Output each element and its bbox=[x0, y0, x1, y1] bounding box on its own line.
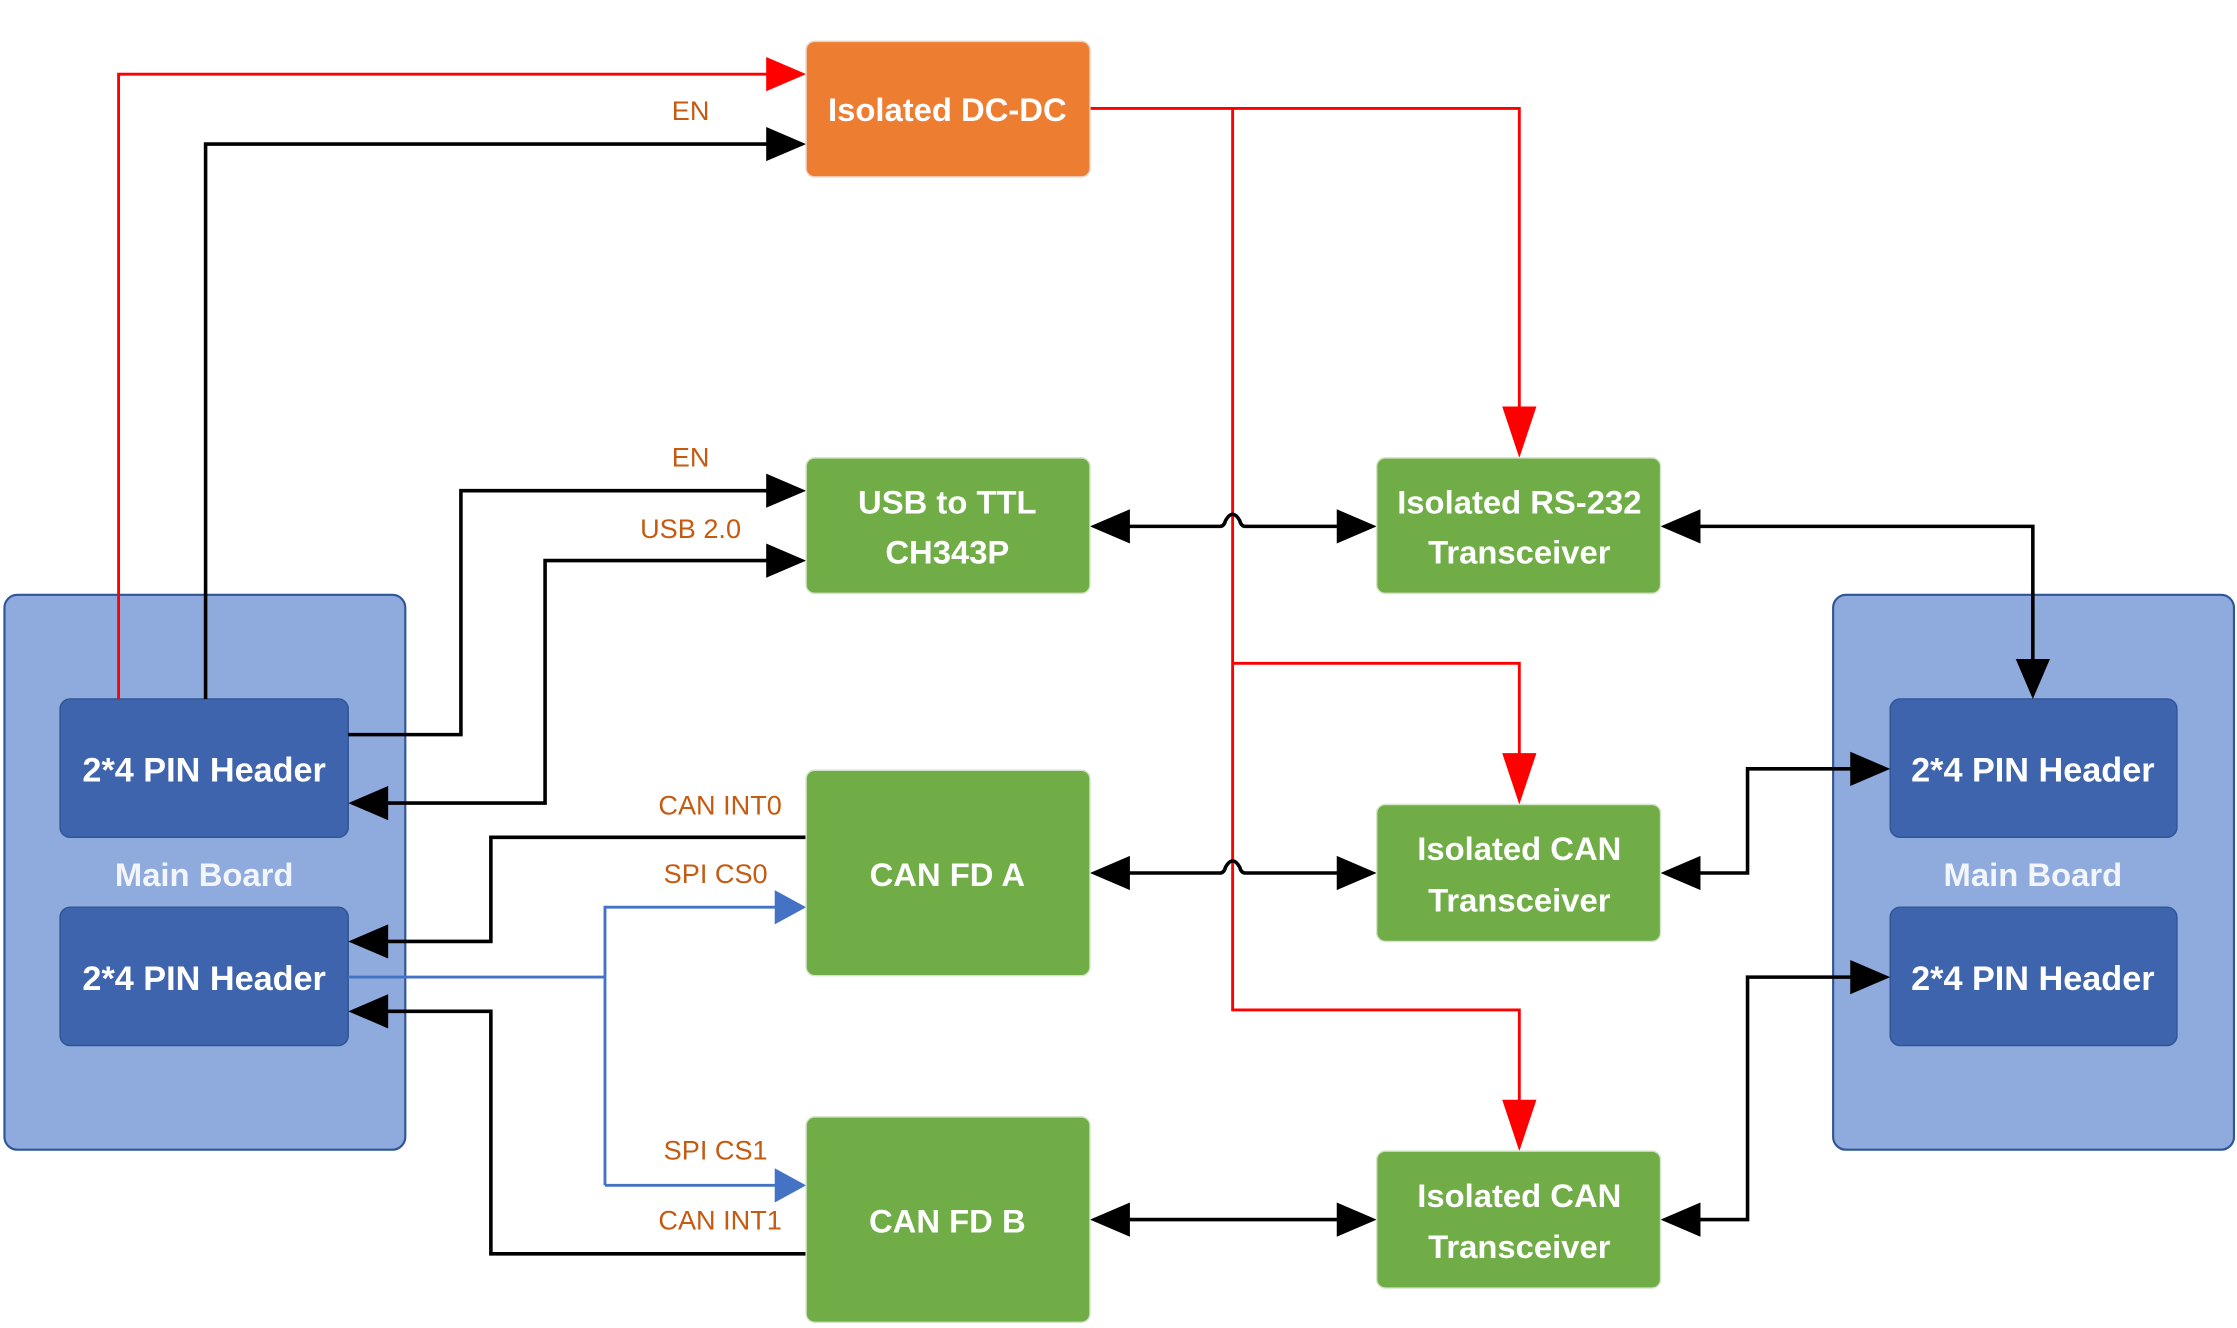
rs232-line1: Isolated RS-232 bbox=[1397, 484, 1641, 521]
spi-cs0-line bbox=[603, 905, 778, 1186]
can-xcvr-1-line1: Isolated CAN bbox=[1417, 830, 1621, 867]
arrow-left-icon bbox=[1089, 1202, 1130, 1237]
can-fd-a-box bbox=[805, 769, 1091, 977]
arrow-left-icon bbox=[1660, 855, 1701, 891]
label-can-int0: CAN INT0 bbox=[658, 789, 781, 820]
spi-arrowheads bbox=[774, 890, 807, 1203]
xcvr2-to-right-header-line bbox=[1697, 975, 1855, 1222]
label-dcdc-en: EN bbox=[672, 95, 710, 126]
left-board-label: Main Board bbox=[115, 856, 294, 893]
rs232-to-right-header-line bbox=[1697, 524, 2035, 664]
rs232-box bbox=[1375, 457, 1662, 595]
arrow-right-icon bbox=[1336, 509, 1377, 544]
arrow-left-icon bbox=[1660, 509, 1701, 544]
arrow-down-icon bbox=[2015, 659, 2050, 699]
right-board-label: Main Board bbox=[1944, 856, 2123, 893]
canfda-xcvr-line bbox=[1127, 859, 1342, 875]
signal-lines bbox=[203, 142, 2035, 1256]
arrow-right-icon bbox=[1336, 1202, 1377, 1237]
block-can-fd-a: CAN FD A bbox=[805, 769, 1091, 977]
can-fd-b-label: CAN FD B bbox=[869, 1202, 1026, 1239]
can-xcvr-1-line2: Transceiver bbox=[1428, 881, 1611, 918]
left-main-board: 2*4 PIN Header Main Board 2*4 PIN Header bbox=[3, 593, 407, 1151]
right-main-board: 2*4 PIN Header Main Board 2*4 PIN Header bbox=[1832, 593, 2236, 1151]
can-fd-b-box bbox=[805, 1116, 1091, 1324]
arrow-down-icon bbox=[1502, 753, 1537, 805]
can-xcvr-2-box bbox=[1375, 1150, 1662, 1289]
arrow-right-icon bbox=[774, 890, 807, 925]
arrow-left-icon bbox=[1089, 855, 1130, 891]
arrow-right-icon bbox=[766, 473, 807, 508]
en-line-to-usb bbox=[348, 488, 771, 737]
spi-lines bbox=[348, 905, 778, 1187]
power-bus-line bbox=[1231, 108, 1521, 1110]
rs232-line2: Transceiver bbox=[1428, 533, 1611, 570]
arrow-right-icon bbox=[774, 1168, 807, 1203]
arrow-down-icon bbox=[1502, 1099, 1537, 1152]
arrow-right-icon bbox=[766, 57, 807, 92]
usb-ttl-box bbox=[805, 457, 1091, 595]
xcvr1-to-right-header-line bbox=[1697, 767, 1855, 875]
dcdc-label: Isolated DC-DC bbox=[828, 91, 1067, 128]
signal-arrowheads bbox=[348, 126, 2050, 1237]
usb-rs232-line bbox=[1127, 512, 1342, 529]
block-can-xcvr-2: Isolated CAN Transceiver bbox=[1375, 1150, 1662, 1289]
label-spi-cs1: SPI CS1 bbox=[664, 1135, 768, 1166]
arrow-left-icon bbox=[1089, 509, 1130, 544]
block-can-xcvr-1: Isolated CAN Transceiver bbox=[1375, 803, 1662, 943]
usb-data-line bbox=[385, 558, 771, 805]
left-header-bottom-label: 2*4 PIN Header bbox=[82, 960, 325, 998]
can-int1-line bbox=[385, 1009, 807, 1256]
block-usb-ttl: USB to TTL CH343P bbox=[805, 457, 1091, 595]
arrow-right-icon bbox=[1850, 751, 1891, 786]
en-line-to-dcdc bbox=[203, 142, 771, 699]
arrow-right-icon bbox=[766, 543, 807, 578]
arrow-left-icon bbox=[348, 924, 389, 959]
usb-ttl-line1: USB to TTL bbox=[858, 484, 1037, 521]
signal-labels: EN EN USB 2.0 CAN INT0 SPI CS0 SPI CS1 C… bbox=[640, 95, 782, 1236]
power-line-to-dcdc bbox=[117, 72, 771, 699]
can-xcvr-2-line2: Transceiver bbox=[1428, 1228, 1611, 1265]
usb-ttl-line2: CH343P bbox=[885, 533, 1009, 570]
arrow-right-icon bbox=[1850, 959, 1891, 995]
arrow-down-icon bbox=[1502, 406, 1537, 458]
right-header-bottom-label: 2*4 PIN Header bbox=[1911, 960, 2154, 998]
power-line-to-rs232 bbox=[1089, 106, 1521, 414]
can-xcvr-2-line1: Isolated CAN bbox=[1417, 1177, 1621, 1214]
dcdc-box bbox=[805, 40, 1091, 178]
can-xcvr-1-box bbox=[1375, 803, 1662, 943]
arrow-right-icon bbox=[1336, 855, 1377, 891]
label-can-int1: CAN INT1 bbox=[658, 1205, 781, 1236]
arrow-right-icon bbox=[766, 126, 807, 162]
power-arrowheads bbox=[766, 57, 1537, 1152]
label-usb-data: USB 2.0 bbox=[640, 513, 741, 544]
arrow-left-icon bbox=[348, 785, 389, 821]
power-lines bbox=[117, 72, 1521, 1110]
power-line-to-can-xcvr-1 bbox=[1232, 661, 1521, 764]
can-fd-a-label: CAN FD A bbox=[870, 856, 1025, 893]
right-header-top bbox=[1889, 698, 2178, 839]
right-header-bottom bbox=[1889, 906, 2178, 1047]
arrow-left-icon bbox=[1660, 1202, 1701, 1237]
right-header-top-label: 2*4 PIN Header bbox=[1911, 752, 2154, 790]
arrow-left-icon bbox=[348, 994, 389, 1029]
block-rs232: Isolated RS-232 Transceiver bbox=[1375, 457, 1662, 595]
block-can-fd-b: CAN FD B bbox=[805, 1116, 1091, 1324]
left-header-top-label: 2*4 PIN Header bbox=[82, 752, 325, 790]
label-spi-cs0: SPI CS0 bbox=[664, 858, 768, 889]
can-int0-line bbox=[385, 835, 807, 944]
block-dcdc: Isolated DC-DC bbox=[805, 40, 1091, 178]
label-usb-en: EN bbox=[672, 441, 710, 472]
